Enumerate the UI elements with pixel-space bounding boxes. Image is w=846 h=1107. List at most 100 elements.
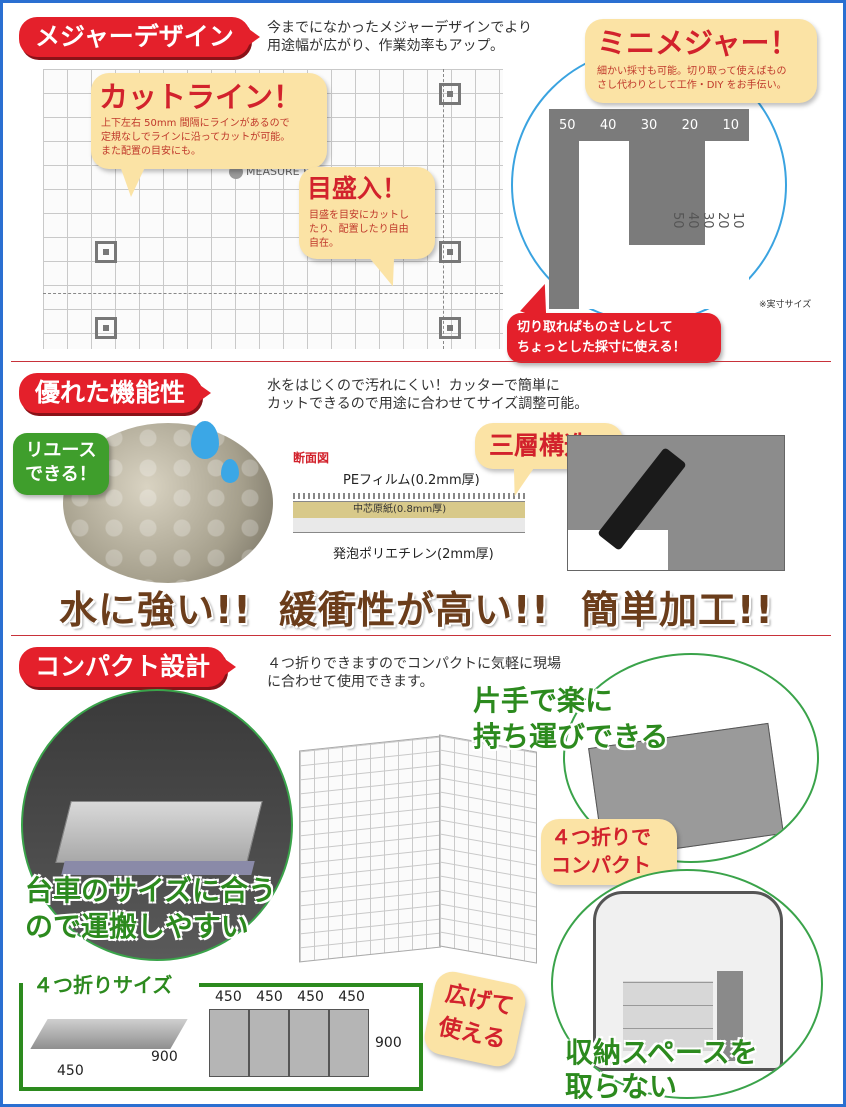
reuse-badge: リユース できる！ <box>13 433 109 495</box>
desc-line: ４つ折りできますのでコンパクトに気軽に現場 <box>267 656 561 672</box>
bubble-line: たり、配置したり自由 <box>309 224 409 235</box>
carry-caption-line2: 持ち運びできる <box>473 720 669 753</box>
ruler-tick-label: 20 <box>681 117 699 133</box>
layer-label-foam: 発泡ポリエチレン(2mm厚) <box>333 547 494 562</box>
cut-line <box>43 293 503 295</box>
box-top-line <box>199 983 423 987</box>
mini-ruler: 50 40 30 20 10 10 20 30 40 50 <box>549 109 749 309</box>
cutter-illustration <box>567 435 785 571</box>
folded-mat-on-cart <box>55 801 263 863</box>
ruler-tick-label: 40 <box>685 211 700 229</box>
section-title-compact: コンパクト設計 <box>19 647 237 687</box>
ruler-tick-label: 30 <box>640 117 658 133</box>
badge-line: リユース <box>25 440 97 461</box>
section-title-measure-design: メジャーデザイン <box>19 17 260 57</box>
section1-description: 今までになかったメジャーデザインでより 用途幅が広がり、作業効率もアップ。 <box>267 19 532 55</box>
corner-mark-icon <box>95 317 117 339</box>
bubble-line: 自在。 <box>309 238 339 249</box>
dim-length-label: 900 <box>151 1049 178 1065</box>
water-resistant-headline: 水に強い!! <box>59 588 252 632</box>
desc-line: カットできるので用途に合わせてサイズ調整可能。 <box>267 396 589 412</box>
desc-line: に合わせて使用できます。 <box>267 674 434 690</box>
section-divider <box>11 361 831 362</box>
panel-height-label: 900 <box>375 1035 402 1051</box>
bubble-line: 目盛を目安にカットし <box>309 210 409 221</box>
bubble-line: さし代わりとして工作・DIY をお手伝い。 <box>597 80 787 91</box>
note-line: ちょっとした採寸に使える！ <box>517 340 686 355</box>
core-paper-layer: 中芯原紙(0.8mm厚) <box>293 501 525 519</box>
van-boxes <box>623 981 713 1051</box>
ruler-tick-label: 20 <box>715 211 730 229</box>
section-title-text: コンパクト設計 <box>35 652 211 681</box>
bubble-text: 広げて 使える <box>435 977 517 1058</box>
bubble-title: ミニメジャー！ <box>597 26 799 60</box>
bubble-text: 上下左右 50mm 間隔にラインがあるので 定規なしでラインに沿ってカットが可能… <box>101 117 290 159</box>
section-divider <box>11 635 831 636</box>
stacked-mat-icon <box>30 1019 188 1049</box>
ruler-tick-label: 10 <box>722 117 739 133</box>
storage-caption-line2: 取らない <box>565 1070 678 1103</box>
water-drop-icon <box>191 421 219 459</box>
unfolded-panels <box>209 1009 369 1077</box>
bubble-line: 細かい採寸も可能。切り取って使えばもの <box>597 66 787 77</box>
desc-line: 水をはじくので汚れにくい！カッターで簡単に <box>267 378 560 394</box>
ruler-top-labels: 50 40 30 20 10 <box>549 109 749 141</box>
layer-label-pe: PEフィルム(0.2mm厚) <box>343 473 480 488</box>
red-note-cutout: 切り取ればものさしとして ちょっとした採寸に使える！ <box>507 313 721 363</box>
panel <box>289 1009 329 1077</box>
ruler-tick-label: 10 <box>730 211 745 229</box>
section2-description: 水をはじくので汚れにくい！カッターで簡単に カットできるので用途に合わせてサイズ… <box>267 377 588 413</box>
bubble-tail <box>119 163 147 197</box>
cross-section-label: 断面図 <box>293 451 330 465</box>
section-title-text: 優れた機能性 <box>35 378 186 407</box>
van-illustration <box>551 869 823 1099</box>
ruler-tick-label: 50 <box>670 211 685 229</box>
note-line: 切り取ればものさしとして <box>517 320 673 335</box>
panel-width: 450 <box>338 989 365 1005</box>
section-title-text: メジャーデザイン <box>35 22 234 51</box>
pe-film-layer <box>293 493 525 499</box>
ruler-side-labels: 10 20 30 40 50 <box>670 135 745 305</box>
actual-size-note: ※実寸サイズ <box>759 300 812 310</box>
bubble-line: ４つ折りで <box>551 825 651 849</box>
cart-caption-line1: 台車のサイズに合う <box>25 874 277 907</box>
bubble-title: 目盛入！ <box>307 174 408 203</box>
storage-caption-line1: 収納スペースを <box>565 1036 758 1069</box>
dim-width-label: 450 <box>57 1063 84 1079</box>
bubble-text: ４つ折りで コンパクト <box>551 823 651 879</box>
badge-line: できる！ <box>25 464 97 485</box>
ruler-scale-strip <box>705 141 749 309</box>
cut-line <box>443 69 445 349</box>
corner-mark-icon <box>439 83 461 105</box>
bubble-line: また配置の目安にも。 <box>101 146 201 157</box>
fold-size-box <box>19 983 423 1091</box>
ruler-inner-l <box>629 141 705 225</box>
ruler-tick-label: 50 <box>559 117 576 133</box>
carry-caption-line1: 片手で楽に <box>473 684 614 717</box>
folded-mat-right <box>439 734 537 964</box>
cart-caption-line2: ので運搬しやすい <box>25 910 249 943</box>
bubble-text: 目盛を目安にカットし たり、配置したり自由 自在。 <box>309 209 409 251</box>
desc-line: 今までになかったメジャーデザインでより <box>267 20 533 36</box>
bubble-mini-measure: ミニメジャー！ 細かい採寸も可能。切り取って使えばもの さし代わりとして工作・D… <box>585 19 817 103</box>
bubble-spread: 広げて 使える <box>421 968 529 1070</box>
corner-mark-icon <box>439 317 461 339</box>
desc-line: 用途幅が広がり、作業効率もアップ。 <box>267 38 505 54</box>
bubble-scale: 目盛入！ 目盛を目安にカットし たり、配置したり自由 自在。 <box>299 167 435 259</box>
corner-mark-icon <box>95 241 117 263</box>
section-title-function: 優れた機能性 <box>19 373 212 413</box>
foam-layer <box>293 518 525 533</box>
ruler-inner-l <box>629 225 705 245</box>
corner-mark-icon <box>439 241 461 263</box>
panel <box>329 1009 369 1077</box>
bubble-fold-compact: ４つ折りで コンパクト <box>541 819 677 885</box>
panel-width-labels: 450 450 450 450 <box>215 989 365 1005</box>
water-drop-icon <box>221 459 239 483</box>
panel-width: 450 <box>256 989 283 1005</box>
layer-label-core: 中芯原紙(0.8mm厚) <box>353 504 447 515</box>
stored-mat <box>717 971 743 1061</box>
panel-width: 450 <box>297 989 324 1005</box>
cushioning-headline: 緩衝性が高い!! <box>279 588 550 632</box>
panel <box>249 1009 289 1077</box>
